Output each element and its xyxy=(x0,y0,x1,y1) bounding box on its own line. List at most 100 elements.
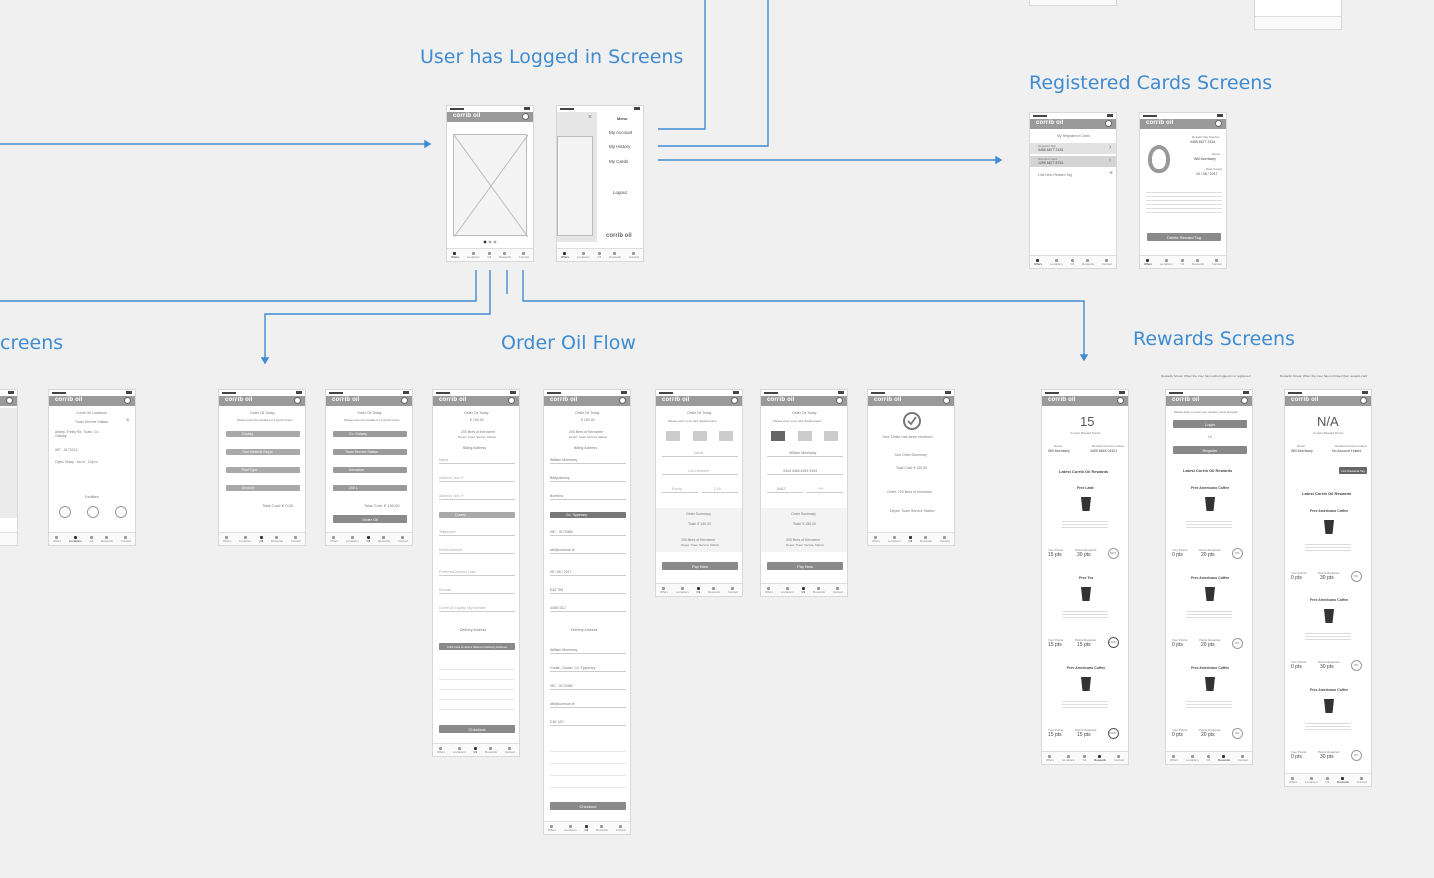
tab-contact[interactable]: Contact xyxy=(398,535,408,543)
tab-locations[interactable]: Locations xyxy=(1160,258,1173,266)
avatar-icon[interactable] xyxy=(522,113,529,120)
billing-county-select[interactable]: Co. Tipperary xyxy=(550,512,626,518)
avatar-icon[interactable] xyxy=(1241,397,1248,404)
pay-now-button[interactable]: Pay Now xyxy=(767,562,843,570)
amount-select[interactable]: 200 L xyxy=(333,485,407,491)
expiry-input[interactable]: 04/17 xyxy=(767,487,803,493)
tab-locations[interactable]: Locations xyxy=(1062,754,1075,762)
tab-locations[interactable]: Locations xyxy=(577,251,590,259)
tab-contact[interactable]: Contact xyxy=(291,535,301,543)
tab-offers[interactable]: Offers xyxy=(1289,776,1297,784)
tab-contact[interactable]: Contact xyxy=(616,824,626,832)
tab-oil[interactable]: Oil xyxy=(1071,258,1074,266)
tab-offers[interactable]: Offers xyxy=(561,251,569,259)
tab-contact[interactable]: Contact xyxy=(833,586,843,594)
menu-item-logout[interactable]: Logout xyxy=(613,190,627,195)
close-icon[interactable]: × xyxy=(126,418,130,424)
tab-locations[interactable]: Locations xyxy=(564,824,577,832)
carousel-dots[interactable] xyxy=(483,240,499,244)
address1-input[interactable]: Address Line 1* xyxy=(439,476,515,482)
telephone-input[interactable]: 087 - 9173486 xyxy=(550,530,626,536)
link-rewards-tag-button[interactable]: Link Rewards Tag xyxy=(1339,467,1367,474)
tab-oil[interactable]: Oil xyxy=(367,535,370,543)
tab-contact[interactable]: Contact xyxy=(1357,776,1367,784)
name-input[interactable]: William Morrissey xyxy=(550,458,626,464)
tab-contact[interactable]: Contact xyxy=(629,251,639,259)
avatar-icon[interactable] xyxy=(294,397,301,404)
tab-locations[interactable]: Locations xyxy=(467,251,480,259)
checkout-button[interactable]: Checkout xyxy=(550,802,626,810)
tab-oil[interactable]: Oil xyxy=(488,251,491,259)
tab-locations[interactable]: Locations xyxy=(239,535,252,543)
card-type-icon[interactable] xyxy=(666,431,680,441)
avatar-icon[interactable] xyxy=(619,397,626,404)
tab-offers[interactable]: Offers xyxy=(1046,754,1054,762)
card-type-icon[interactable] xyxy=(719,431,733,441)
tab-oil[interactable]: Oil xyxy=(585,824,588,832)
delivery-date-input[interactable]: 05 / 08 / 2017 xyxy=(550,570,626,576)
tab-oil[interactable]: Oil xyxy=(1207,754,1210,762)
close-icon[interactable]: × xyxy=(588,114,593,121)
card-row-discount[interactable]: Discount Card 1299 5677 8734 › xyxy=(1030,156,1116,167)
avatar-icon[interactable] xyxy=(1215,120,1222,127)
avatar-icon[interactable] xyxy=(1105,120,1112,127)
tab-rewards[interactable]: Rewards xyxy=(378,535,390,543)
tab-locations[interactable]: Locations xyxy=(1305,776,1318,784)
tab-rewards[interactable]: Rewards xyxy=(1218,754,1230,762)
tab-oil[interactable]: Oil xyxy=(697,586,700,594)
tab-rewards[interactable]: Rewards xyxy=(596,824,608,832)
tab-rewards[interactable]: Rewards xyxy=(1192,258,1204,266)
fuel-type-select[interactable]: Kerosene xyxy=(333,467,407,473)
tab-offers[interactable]: Offers xyxy=(330,535,338,543)
tab-rewards[interactable]: Rewards xyxy=(1337,776,1349,784)
card-type-icon[interactable] xyxy=(798,431,812,441)
tab-offers[interactable]: Offers xyxy=(1144,258,1152,266)
card-type-icon[interactable] xyxy=(771,431,785,441)
tab-rewards[interactable]: Rewards xyxy=(920,535,932,543)
tab-contact[interactable]: Contact xyxy=(1114,754,1124,762)
card-number-input[interactable]: 3344 4456 4453 3344 xyxy=(767,469,843,475)
order-oil-button[interactable]: Order Oil xyxy=(333,515,407,523)
cvv-input[interactable]: CVV xyxy=(702,487,738,493)
eircode-input[interactable]: E45 T69 xyxy=(550,588,626,594)
county-select[interactable]: Co. Galway xyxy=(333,431,407,437)
tab-offers[interactable]: Offers xyxy=(872,535,880,543)
login-button[interactable]: Login xyxy=(1173,420,1247,428)
fuel-type-select[interactable]: Fuel Type xyxy=(226,467,300,473)
tab-contact[interactable]: Contact xyxy=(519,251,529,259)
tab-oil[interactable]: Oil xyxy=(909,535,912,543)
card-type-icon[interactable] xyxy=(693,431,707,441)
register-button[interactable]: Register xyxy=(1173,446,1247,454)
tab-contact[interactable]: Contact xyxy=(1238,754,1248,762)
telephone-input[interactable]: Telephone* xyxy=(439,530,515,536)
loyalty-tag-input[interactable]: Corrib Oil Loyalty Tag Number xyxy=(439,606,515,612)
name-input[interactable]: Name xyxy=(439,458,515,464)
tab-oil[interactable]: Oil xyxy=(1181,258,1184,266)
plus-icon[interactable]: + xyxy=(1109,170,1114,177)
email-input[interactable]: Email Address* xyxy=(439,548,515,554)
delivery-eircode-input[interactable]: E45 12D xyxy=(550,720,626,726)
map-placeholder[interactable] xyxy=(0,408,17,518)
avatar-icon[interactable] xyxy=(943,397,950,404)
tab-contact[interactable]: Contact xyxy=(728,586,738,594)
link-new-tag[interactable]: Link New Reward Tag xyxy=(1038,173,1072,177)
terms-checkboxes[interactable] xyxy=(550,740,626,788)
tab-rewards[interactable]: Rewards xyxy=(271,535,283,543)
checkout-button[interactable]: Checkout xyxy=(439,725,515,733)
address2-input[interactable]: Address Line 2* xyxy=(439,494,515,500)
depot-select[interactable]: Tuam Service Station xyxy=(333,449,407,455)
delivery-date-input[interactable]: Preferred Delivery Date xyxy=(439,570,515,576)
terms-checkboxes[interactable] xyxy=(439,660,515,710)
eircode-input[interactable]: Eircode xyxy=(439,588,515,594)
tab-offers[interactable]: Offers xyxy=(223,535,231,543)
tab-locations[interactable]: Locations xyxy=(888,535,901,543)
tab-oil[interactable]: Oil xyxy=(1083,754,1086,762)
menu-item-my-account[interactable]: My Account xyxy=(609,130,633,135)
tab-locations[interactable]: Locations xyxy=(676,586,689,594)
tab-oil[interactable]: Oil xyxy=(802,586,805,594)
station-phone[interactable]: 087 - 9173213 xyxy=(55,448,78,452)
cvv-input[interactable]: *** xyxy=(807,487,843,493)
tab-contact[interactable]: Contact xyxy=(1102,258,1112,266)
tab-oil[interactable]: Oil xyxy=(260,535,263,543)
tab-offers[interactable]: Offers xyxy=(53,535,61,543)
